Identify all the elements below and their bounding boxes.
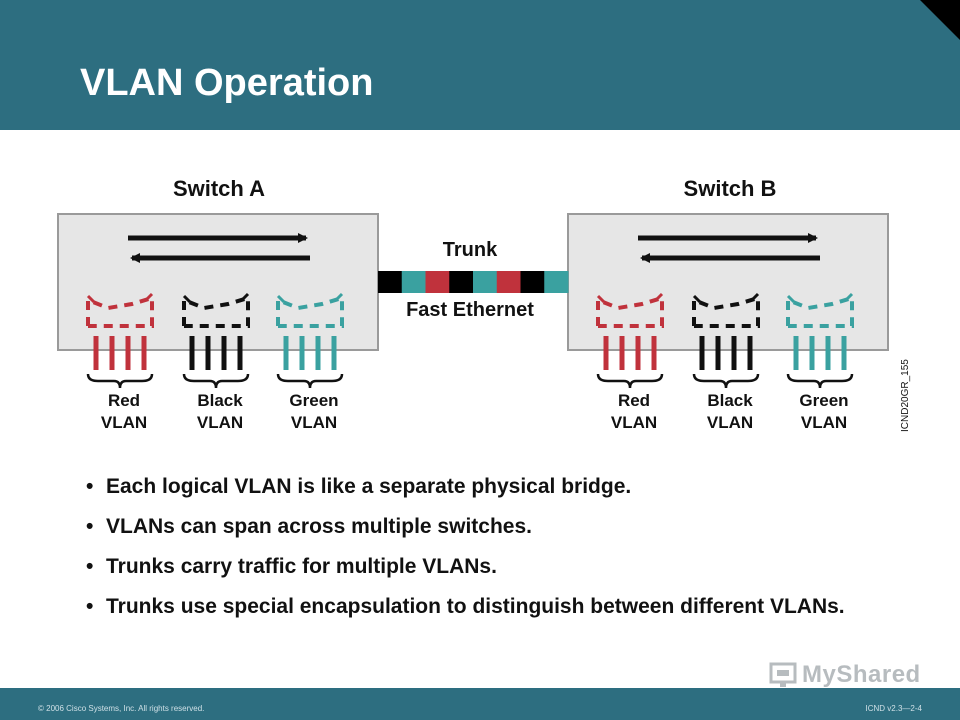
vlan-corner-mark bbox=[144, 292, 154, 302]
vlan-bridge-outline bbox=[692, 295, 760, 328]
trunk-segment bbox=[425, 271, 450, 293]
vlan-bridge-outline bbox=[182, 295, 250, 328]
switch-a-label: Switch A bbox=[173, 176, 265, 201]
bullet-dot: • bbox=[86, 475, 94, 498]
trunk-segment bbox=[544, 271, 569, 293]
vlan-name-label: Black bbox=[197, 391, 243, 410]
vlan-brace bbox=[692, 373, 760, 389]
vlan-bridge-outline bbox=[596, 295, 664, 328]
vlan-brace bbox=[276, 373, 344, 389]
footer-course-code: ICND v2.3—2-4 bbox=[865, 704, 922, 713]
trunk-link bbox=[378, 271, 569, 293]
bullet-item: • Trunks use special encapsulation to dis… bbox=[84, 594, 884, 620]
vlan-groups: RedVLANBlackVLANGreenVLANRedVLANBlackVLA… bbox=[86, 292, 854, 432]
trunk-segment bbox=[473, 271, 498, 293]
trunk-label: Trunk bbox=[443, 239, 498, 261]
vlan-corner-mark bbox=[786, 294, 796, 304]
vlan-name-label: Black bbox=[707, 391, 753, 410]
bullet-dot: • bbox=[86, 515, 94, 538]
slide-header: VLAN Operation bbox=[0, 0, 960, 130]
bullet-text: Trunks carry traffic for multiple VLANs. bbox=[106, 555, 497, 578]
figure-id: ICND20GR_155 bbox=[900, 359, 911, 432]
vlan-corner-mark bbox=[844, 292, 854, 302]
vlan-suffix-label: VLAN bbox=[707, 413, 753, 432]
vlan-suffix-label: VLAN bbox=[197, 413, 243, 432]
vlan-bridge-outline bbox=[86, 295, 154, 328]
footer-copyright: © 2006 Cisco Systems, Inc. All rights re… bbox=[38, 704, 205, 713]
trunk-segment bbox=[401, 271, 426, 293]
switch-a-box bbox=[57, 213, 379, 351]
vlan-name-label: Green bbox=[799, 391, 848, 410]
vlan-name-label: Red bbox=[108, 391, 140, 410]
watermark: MyShared bbox=[768, 660, 928, 690]
vlan-name-label: Green bbox=[289, 391, 338, 410]
vlan-corner-mark bbox=[596, 294, 606, 304]
vlan-bridge-outline bbox=[786, 295, 854, 328]
bullet-item: • VLANs can span across multiple switches… bbox=[84, 514, 884, 540]
vlan-brace bbox=[182, 373, 250, 389]
vlan-corner-mark bbox=[276, 294, 286, 304]
trunk-segment bbox=[378, 271, 403, 293]
trunk-segment bbox=[520, 271, 545, 293]
bullet-text: Each logical VLAN is like a separate phy… bbox=[106, 475, 632, 498]
fast-ethernet-label: Fast Ethernet bbox=[406, 299, 534, 321]
bullet-text: Trunks use special encapsulation to dist… bbox=[106, 595, 845, 618]
vlan-suffix-label: VLAN bbox=[291, 413, 337, 432]
vlan-brace bbox=[596, 373, 664, 389]
slide-title: VLAN Operation bbox=[80, 62, 374, 104]
trunk-segment bbox=[449, 271, 474, 293]
vlan-corner-mark bbox=[86, 294, 96, 304]
vlan-name-label: Red bbox=[618, 391, 650, 410]
vlan-bridge-outline bbox=[276, 295, 344, 328]
vlan-suffix-label: VLAN bbox=[101, 413, 147, 432]
watermark-logo-icon bbox=[769, 662, 797, 687]
vlan-corner-mark bbox=[692, 294, 702, 304]
vlan-diagram: Switch A Switch B Trunk Fast Ethernet Re… bbox=[57, 176, 911, 432]
vlan-corner-mark bbox=[750, 292, 760, 302]
watermark-text: MyShared bbox=[802, 661, 921, 688]
header-corner-accent bbox=[920, 0, 960, 40]
bullet-item: • Each logical VLAN is like a separate ph… bbox=[84, 474, 884, 500]
vlan-suffix-label: VLAN bbox=[611, 413, 657, 432]
vlan-brace bbox=[786, 373, 854, 389]
vlan-corner-mark bbox=[654, 292, 664, 302]
vlan-corner-mark bbox=[334, 292, 344, 302]
bullet-text: VLANs can span across multiple switches. bbox=[106, 515, 532, 538]
slide-footer: © 2006 Cisco Systems, Inc. All rights re… bbox=[0, 688, 960, 720]
bullet-dot: • bbox=[86, 555, 94, 578]
bullet-item: • Trunks carry traffic for multiple VLANs… bbox=[84, 554, 884, 580]
vlan-corner-mark bbox=[240, 292, 250, 302]
vlan-suffix-label: VLAN bbox=[801, 413, 847, 432]
switch-b-label: Switch B bbox=[684, 176, 777, 201]
bullet-dot: • bbox=[86, 595, 94, 618]
vlan-corner-mark bbox=[182, 294, 192, 304]
vlan-brace bbox=[86, 373, 154, 389]
bullet-list: • Each logical VLAN is like a separate ph… bbox=[84, 474, 884, 634]
switch-b-box bbox=[567, 213, 889, 351]
trunk-segment bbox=[496, 271, 521, 293]
